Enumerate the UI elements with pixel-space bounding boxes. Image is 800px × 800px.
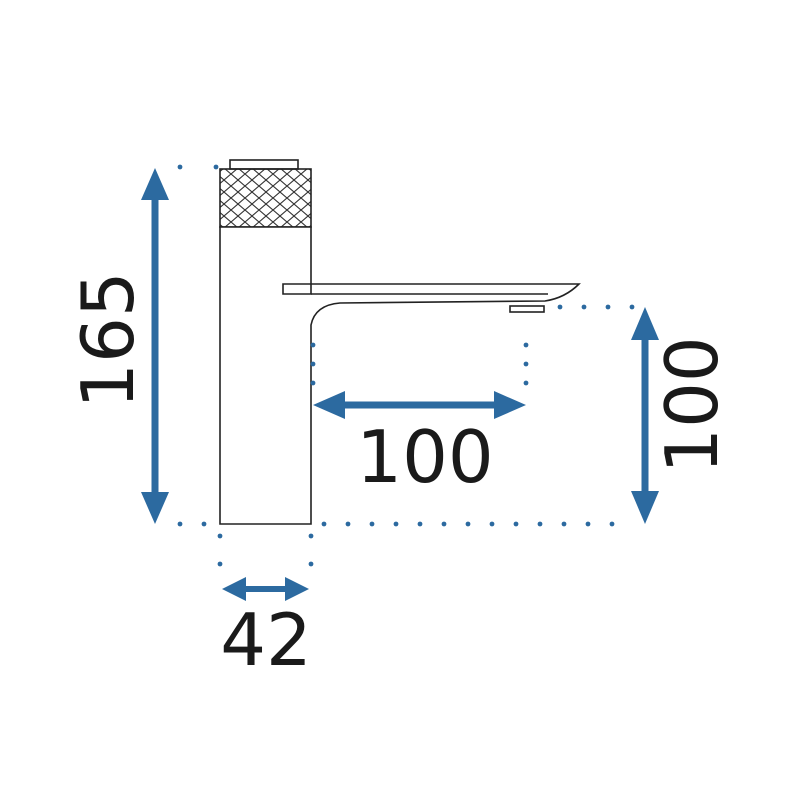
body-dots [310,342,316,386]
extension-dot [217,533,223,539]
extension-dot [537,521,543,527]
extension-dot [369,521,375,527]
extension-dot [345,521,351,527]
base-width-label: 42 [220,598,312,682]
spout-height-arrow [631,307,659,524]
extension-dot [581,304,587,310]
extension-dot [308,533,314,539]
aerator-dots [523,342,529,386]
base-width-arrow [222,577,309,601]
extension-dot [310,380,316,386]
spout-dots [557,304,635,310]
dimension-arrows [141,168,659,601]
base-dots [217,533,314,567]
extension-dot [489,521,495,527]
extension-lines [177,164,635,567]
height-label: 165 [66,271,150,408]
extension-dot [321,521,327,527]
extension-dot [585,521,591,527]
spout-reach-arrow [313,391,526,419]
faucet-outline [219,159,581,525]
extension-dot [201,521,207,527]
extension-dot [393,521,399,527]
extension-dot [561,521,567,527]
extension-dot [308,561,314,567]
extension-dot [523,342,529,348]
faucet-body [219,226,581,525]
extension-dot [605,304,611,310]
extension-dot [629,304,635,310]
extension-dot [310,361,316,367]
extension-dot [513,521,519,527]
faucet-cap [229,159,299,170]
extension-dot [523,361,529,367]
faucet-aerator [509,305,545,313]
faucet-knurled-handle [219,168,312,228]
extension-dot [417,521,423,527]
extension-dot [557,304,563,310]
spout-reach-label: 100 [356,415,493,499]
extension-dot [441,521,447,527]
extension-dot [217,561,223,567]
extension-dot [310,342,316,348]
extension-dot [523,380,529,386]
height-arrow [141,168,169,524]
spout-height-label: 100 [650,336,734,473]
extension-dot [609,521,615,527]
extension-dot [465,521,471,527]
extension-dot [177,521,183,527]
baseline-dots [177,521,615,527]
